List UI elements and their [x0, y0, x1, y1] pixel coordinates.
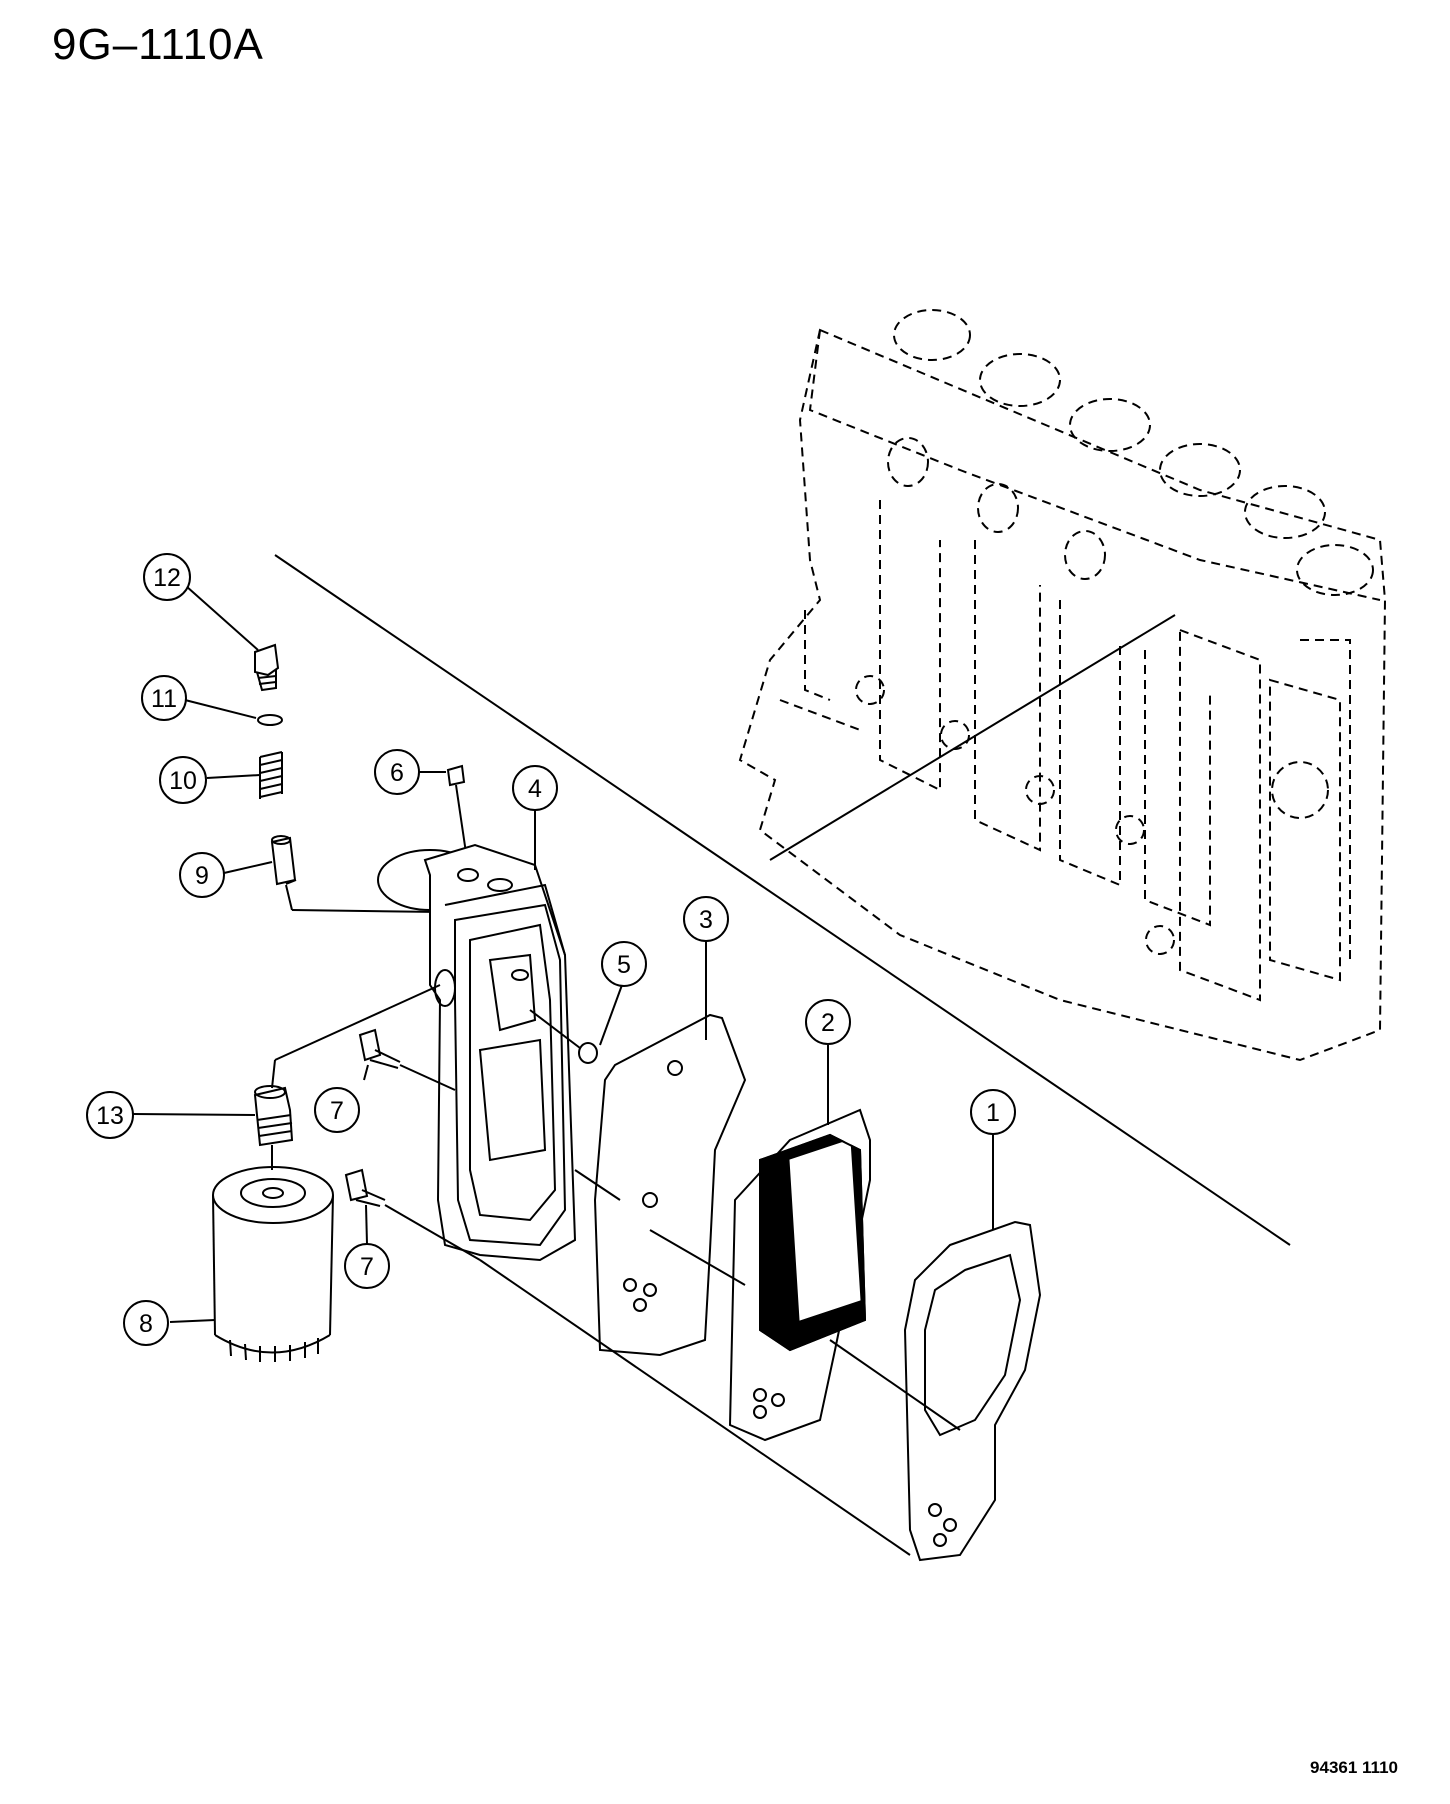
- o-ring-part: [257, 714, 283, 726]
- callout-13: 13: [86, 1091, 134, 1139]
- valve-part: [270, 835, 297, 886]
- plug-part: [254, 643, 280, 692]
- bolt-part-upper: [358, 1028, 401, 1069]
- oil-filter-part: [212, 1166, 334, 1362]
- svg-text:3: 3: [699, 906, 713, 934]
- filter-adapter-part: [253, 1085, 294, 1147]
- bolt-part-lower: [344, 1168, 386, 1207]
- callout-3: 3: [683, 896, 729, 942]
- oil-cooler-housing: [377, 843, 577, 1262]
- callout-11: 11: [141, 675, 187, 721]
- svg-text:9: 9: [195, 862, 209, 890]
- svg-text:5: 5: [617, 951, 631, 979]
- spring-part: [259, 751, 283, 799]
- svg-text:2: 2: [821, 1009, 835, 1037]
- diagram-reference-number: 94361 1110: [1310, 1758, 1398, 1777]
- oil-cooler-element: [728, 1108, 871, 1442]
- callout-7-lower: 7: [344, 1243, 390, 1289]
- diagram-code: 9G–1110A: [52, 20, 264, 69]
- svg-text:8: 8: [139, 1310, 153, 1338]
- svg-text:10: 10: [169, 767, 197, 795]
- callout-1: 1: [970, 1089, 1016, 1135]
- seal-part: [578, 1042, 598, 1064]
- callout-9: 9: [179, 852, 225, 898]
- gasket-part-1: [903, 1220, 1042, 1562]
- separator-line: [274, 554, 1291, 1246]
- svg-text:12: 12: [153, 564, 181, 592]
- svg-text:7: 7: [360, 1253, 374, 1281]
- gasket-part-3: [593, 1013, 747, 1357]
- svg-text:6: 6: [390, 759, 404, 787]
- callout-2: 2: [805, 999, 851, 1045]
- svg-text:11: 11: [151, 685, 177, 713]
- callout-7-upper: 7: [314, 1087, 360, 1133]
- callout-4: 4: [512, 765, 558, 811]
- callout-10: 10: [159, 756, 207, 804]
- svg-text:7: 7: [330, 1097, 344, 1125]
- svg-text:13: 13: [96, 1102, 124, 1130]
- callout-6: 6: [374, 749, 420, 795]
- svg-text:4: 4: [528, 775, 542, 803]
- engine-block: [738, 309, 1387, 1062]
- callout-12: 12: [143, 553, 191, 601]
- callout-5: 5: [601, 941, 647, 987]
- svg-text:1: 1: [986, 1099, 1000, 1127]
- callout-8: 8: [123, 1300, 169, 1346]
